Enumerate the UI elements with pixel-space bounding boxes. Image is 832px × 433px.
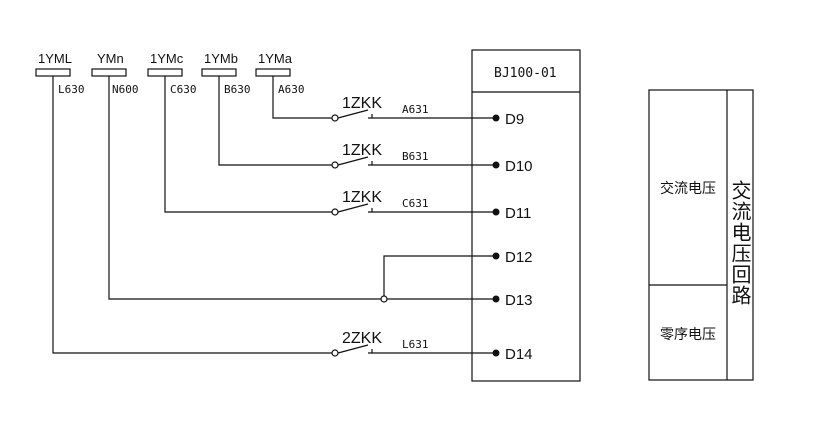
terminal-dot <box>492 161 500 169</box>
terminal-label: D13 <box>505 292 533 309</box>
switch-contact <box>368 349 373 354</box>
bus-bar <box>147 68 183 77</box>
terminal-d10: D10 <box>492 158 533 175</box>
wire-label: B631 <box>402 150 429 163</box>
switch-pivot <box>331 349 339 357</box>
switch-contact <box>368 208 373 213</box>
terminal-label: D10 <box>505 158 533 175</box>
terminal-dot <box>492 208 500 216</box>
switch-pivot <box>331 208 339 216</box>
terminal-label: D12 <box>505 249 533 266</box>
terminal-d9: D9 <box>492 111 524 128</box>
switch-label: 1ZKK <box>342 95 382 112</box>
wire-l630 <box>52 76 332 354</box>
wire-d12-jumper <box>383 255 496 296</box>
terminal-dot <box>492 295 500 303</box>
bus-1yma: 1YMa A630 <box>255 51 305 96</box>
terminal-dot <box>492 114 500 122</box>
legend-group-label: 交流电压回路 <box>728 180 752 306</box>
legend-outline <box>648 89 754 381</box>
junction-point <box>380 295 388 303</box>
wire-b630 <box>218 76 332 166</box>
terminal-dot <box>492 252 500 260</box>
switch-blade <box>337 344 369 354</box>
device-outline <box>471 49 581 382</box>
switch-contact <box>368 161 373 166</box>
switch-contact <box>368 114 373 119</box>
wire-label: A630 <box>278 83 305 96</box>
switch-blade <box>337 203 369 213</box>
wire-label: C630 <box>170 83 197 96</box>
bus-bar <box>255 68 291 77</box>
bus-label: 1YMb <box>204 51 238 66</box>
terminal-label: D14 <box>505 346 533 363</box>
bus-label: YMn <box>97 51 124 66</box>
legend-table: 交流电压 零序电压 交流电压回路 <box>648 89 754 381</box>
wire-label: N600 <box>112 83 139 96</box>
terminal-label: D9 <box>505 111 524 128</box>
wire-label: B630 <box>224 83 251 96</box>
bus-1ymc: 1YMc C630 <box>147 51 197 96</box>
switch-pivot <box>331 161 339 169</box>
wire-c630 <box>164 76 332 213</box>
legend-row-ac-voltage: 交流电压 <box>660 180 716 197</box>
device-bj100: BJ100-01 D9 D10 D11 D12 D13 D14 <box>471 49 581 382</box>
switch-label: 2ZKK <box>342 330 382 347</box>
bus-bar <box>201 68 237 77</box>
bus-1ymb: 1YMb B630 <box>201 51 251 96</box>
bus-label: 1YMc <box>150 51 184 66</box>
wire-label: C631 <box>402 197 429 210</box>
bus-bar <box>35 68 71 77</box>
wire-a630 <box>272 76 332 119</box>
bus-bar <box>91 68 127 77</box>
terminal-dot <box>492 349 500 357</box>
wire-label: A631 <box>402 103 429 116</box>
terminal-d13: D13 <box>492 292 533 309</box>
bus-label: 1YML <box>38 51 72 66</box>
wire-n600 <box>108 76 381 300</box>
switch-blade <box>337 109 369 119</box>
switch-pivot <box>331 114 339 122</box>
switch-label: 1ZKK <box>342 142 382 159</box>
bus-ymn: YMn N600 <box>91 51 139 96</box>
device-title: BJ100-01 <box>494 66 557 81</box>
terminal-d12: D12 <box>492 249 533 266</box>
wire-label: L630 <box>58 83 85 96</box>
terminal-d14: D14 <box>492 346 533 363</box>
bus-1yml: 1YML L630 <box>35 51 85 96</box>
switch-blade <box>337 156 369 166</box>
wire-label: L631 <box>402 338 429 351</box>
legend-row-zero-seq-voltage: 零序电压 <box>660 327 716 343</box>
bus-label: 1YMa <box>258 51 293 66</box>
terminal-label: D11 <box>505 205 531 222</box>
switch-label: 1ZKK <box>342 189 382 206</box>
terminal-d11: D11 <box>492 205 531 222</box>
